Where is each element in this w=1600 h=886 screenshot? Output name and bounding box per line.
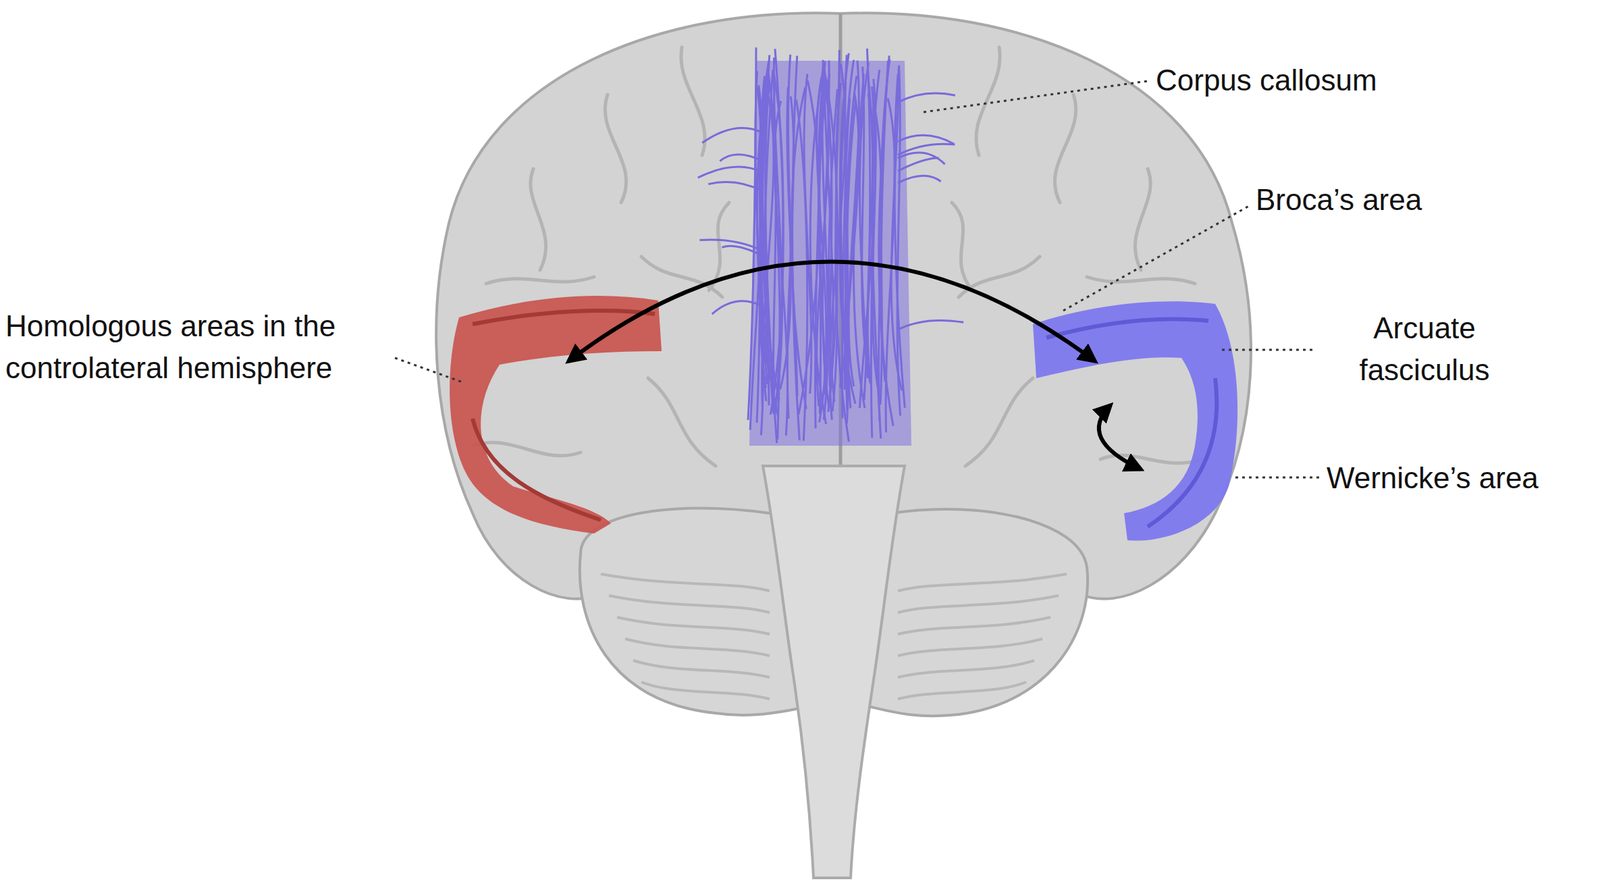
interhemispheric-arrow <box>568 261 1096 362</box>
gyrus-line <box>976 47 1000 156</box>
leader-line <box>1063 205 1249 311</box>
folium-line <box>625 638 770 656</box>
fiber-line <box>867 86 874 385</box>
fiber-branch <box>897 320 964 330</box>
fiber-line <box>880 59 890 405</box>
gyrus-line <box>486 276 595 284</box>
fiber-branch <box>897 143 955 155</box>
gyrus-line <box>1086 276 1195 284</box>
folium-line <box>617 617 770 634</box>
folium-line <box>608 595 770 613</box>
structure-label: Homologous areas in the controlateral he… <box>5 305 394 389</box>
structure-label: Wernicke’s area <box>1326 457 1539 499</box>
gyrus-line <box>951 202 973 291</box>
fiber-branch <box>708 182 763 192</box>
gyrus-line <box>530 168 547 271</box>
red-region <box>449 295 662 534</box>
fiber-branch <box>698 166 763 178</box>
structure-label: Arcuate fasciculus <box>1319 307 1530 391</box>
blue-texture <box>1046 318 1217 527</box>
fiber-line <box>842 98 850 419</box>
corpus-callosum-fibers <box>698 47 964 446</box>
fiber-line <box>832 83 841 412</box>
fiber-branch <box>897 93 956 102</box>
gyri-lines <box>472 47 1202 466</box>
leader-line <box>394 357 465 383</box>
folium-line <box>897 595 1059 613</box>
fiber-branch <box>897 157 940 171</box>
gyrus-line <box>1054 94 1076 203</box>
fiber-line <box>853 74 865 409</box>
leader-lines <box>394 81 1320 478</box>
fiber-branch <box>897 175 942 183</box>
folium-line <box>897 681 1027 699</box>
connection-arrows <box>568 261 1141 470</box>
fiber-line <box>816 74 830 407</box>
structure-label: Broca’s area <box>1255 178 1422 221</box>
arcuate-arrow <box>1099 405 1141 470</box>
gyrus-line <box>648 378 716 466</box>
folium-line <box>633 660 770 678</box>
fiber-line <box>881 60 888 383</box>
homologous-areas-region <box>449 295 662 534</box>
leader-line <box>1221 349 1314 352</box>
folium-line <box>600 573 770 591</box>
gyrus-line <box>1134 168 1151 271</box>
leader-line <box>923 81 1148 113</box>
brain-surface <box>436 12 1251 878</box>
fiber-branch <box>712 301 763 314</box>
folium-line <box>897 617 1051 634</box>
brainstem <box>762 465 905 878</box>
folium-line <box>897 638 1043 656</box>
fiber-line <box>748 47 757 420</box>
gyrus-line <box>681 47 705 156</box>
red-texture <box>472 310 655 520</box>
folium-line <box>897 660 1035 678</box>
fiber-branch <box>897 135 954 144</box>
folium-line <box>897 573 1067 591</box>
gyrus-line <box>604 94 626 203</box>
gyrus-line <box>965 378 1033 466</box>
fiber-line <box>792 56 800 441</box>
structure-label: Corpus callosum <box>1155 59 1378 102</box>
fiber-branch <box>721 245 763 256</box>
fiber-line <box>897 65 901 416</box>
fiber-branch <box>702 128 763 144</box>
fiber-line <box>750 85 763 430</box>
gyrus-line <box>641 256 723 298</box>
fiber-branch <box>719 154 763 162</box>
leader-line <box>1235 476 1320 479</box>
fiber-line <box>764 69 780 399</box>
folium-line <box>641 681 770 699</box>
